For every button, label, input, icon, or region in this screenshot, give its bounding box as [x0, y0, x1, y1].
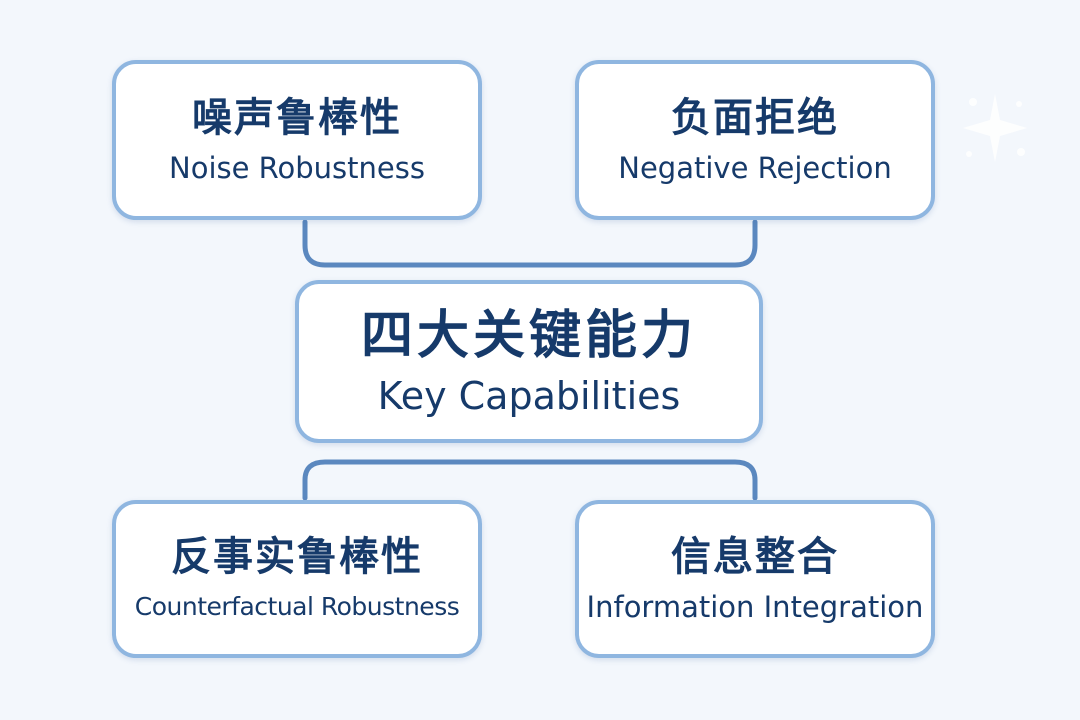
node-negative-en-label: Negative Rejection — [618, 151, 892, 185]
node-information-zh-label: 信息整合 — [671, 534, 839, 580]
center-en-title: Key Capabilities — [377, 373, 681, 418]
node-counterfactual-en-label: Counterfactual Robustness — [134, 592, 460, 621]
bottom-connector — [302, 459, 758, 501]
top-connector — [302, 219, 758, 268]
node-information-integration: 信息整合 Information Integration — [575, 500, 935, 658]
node-noise-zh-label: 噪声鲁棒性 — [192, 95, 402, 141]
node-noise-robustness: 噪声鲁棒性 Noise Robustness — [112, 60, 482, 220]
node-noise-en-label: Noise Robustness — [169, 151, 425, 185]
node-counterfactual-zh-label: 反事实鲁棒性 — [171, 534, 423, 580]
node-information-en-label: Information Integration — [586, 590, 924, 624]
node-negative-zh-label: 负面拒绝 — [671, 95, 839, 141]
node-negative-rejection: 负面拒绝 Negative Rejection — [575, 60, 935, 220]
node-counterfactual-robustness: 反事实鲁棒性 Counterfactual Robustness — [112, 500, 482, 658]
node-key-capabilities: 四大关键能力 Key Capabilities — [295, 280, 763, 443]
sparkle-decoration-icon — [963, 94, 1027, 162]
center-zh-title: 四大关键能力 — [360, 305, 697, 366]
